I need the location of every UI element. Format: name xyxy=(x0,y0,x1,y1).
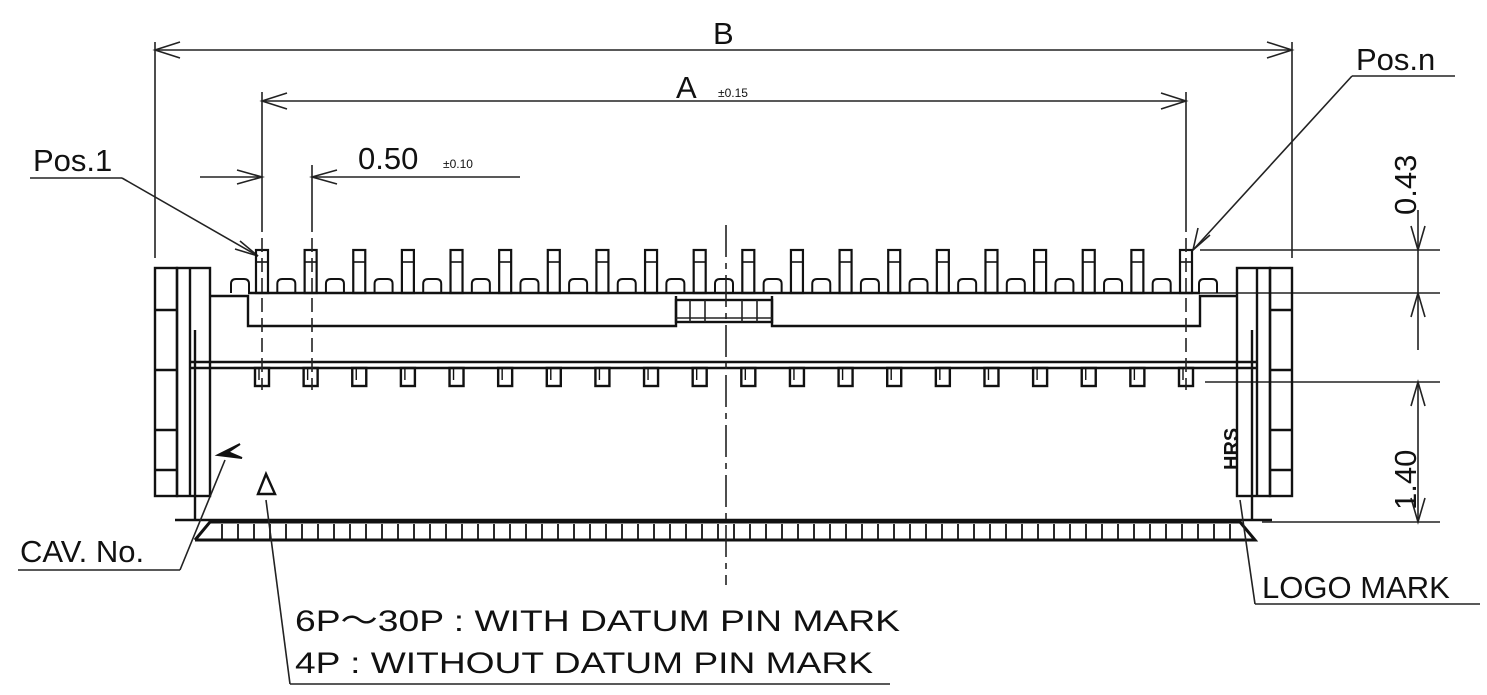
dimension-0-43: 0.43 xyxy=(1200,155,1440,350)
upper-contact-bump xyxy=(276,278,297,293)
upper-contact-bump xyxy=(762,278,783,293)
upper-contact xyxy=(1033,248,1048,295)
upper-contact xyxy=(595,248,610,295)
cavity-number-callout: CAV. No. xyxy=(18,443,243,571)
upper-contact-bump xyxy=(470,278,491,293)
upper-contact xyxy=(352,248,367,295)
upper-contact-bump xyxy=(714,278,734,293)
upper-contact xyxy=(303,248,318,295)
dimension-1-40: 1.40 xyxy=(1205,379,1440,525)
upper-contact xyxy=(935,248,950,295)
dimension-a: A ±0.15 xyxy=(259,70,1189,218)
pos-1-callout: Pos.1 xyxy=(30,143,259,257)
upper-contact-bump xyxy=(1005,278,1026,293)
logo-mark-label: LOGO MARK xyxy=(1262,570,1450,605)
dimension-a-label: A xyxy=(676,70,697,105)
upper-contact xyxy=(838,248,853,295)
lower-contact xyxy=(448,366,465,388)
upper-contact xyxy=(789,248,805,295)
upper-contact xyxy=(1081,248,1096,295)
dimension-b: B xyxy=(152,16,1295,258)
lower-contact xyxy=(983,366,1000,388)
upper-contact xyxy=(741,248,756,295)
upper-contact-bump xyxy=(1151,278,1172,293)
dimension-a-tolerance: ±0.15 xyxy=(718,86,748,100)
upper-contact-bump xyxy=(1054,278,1075,293)
upper-contact xyxy=(984,248,999,295)
pin-centerlines xyxy=(261,218,1187,390)
upper-contact xyxy=(449,248,464,295)
pitch-tolerance: ±0.10 xyxy=(443,157,473,171)
logo-glyph: HRS xyxy=(1221,428,1243,470)
upper-contact-bump xyxy=(957,278,978,293)
upper-contact-bump xyxy=(908,278,929,293)
upper-contact xyxy=(400,248,415,295)
lower-contact xyxy=(886,366,903,388)
bottom-rail-ribs xyxy=(221,524,1231,540)
upper-contact xyxy=(546,248,561,295)
lower-contact xyxy=(934,366,952,388)
pos-n-callout: Pos.n xyxy=(1191,42,1455,253)
upper-contact-bump xyxy=(811,278,832,293)
lower-contact xyxy=(788,366,806,388)
lower-contact xyxy=(1031,366,1049,388)
upper-contacts xyxy=(230,248,1218,295)
upper-contact-bump xyxy=(1198,278,1218,293)
lower-contact xyxy=(594,366,611,388)
lower-contact xyxy=(302,366,319,388)
lower-contact xyxy=(351,366,368,388)
pos-n-label: Pos.n xyxy=(1356,42,1435,77)
datum-note-with: 6P～30P : WITH DATUM PIN MARK xyxy=(295,605,900,638)
upper-contact-bump xyxy=(568,278,589,293)
lower-contact xyxy=(496,366,514,388)
dimension-0-43-label: 0.43 xyxy=(1388,155,1423,215)
dimension-1-40-label: 1.40 xyxy=(1388,450,1423,510)
lower-contact xyxy=(642,366,660,388)
cavity-number-label: CAV. No. xyxy=(20,534,144,569)
dimension-pitch: 0.50 ±0.10 xyxy=(200,141,520,218)
upper-contact-bump xyxy=(373,278,394,293)
upper-contact-bump xyxy=(859,278,880,293)
datum-pin-mark: 6P～30P : WITH DATUM PIN MARK 4P : WITHOU… xyxy=(256,470,900,685)
lower-contact xyxy=(399,366,417,388)
pos-1-label: Pos.1 xyxy=(33,143,112,178)
lower-contact xyxy=(1129,366,1146,388)
upper-contact xyxy=(1130,248,1145,295)
dimension-b-label: B xyxy=(713,16,734,51)
upper-contact xyxy=(643,248,659,295)
lower-contacts xyxy=(253,366,1195,388)
lower-contact xyxy=(545,366,562,388)
connector-housing xyxy=(153,266,1294,542)
upper-contact-bump xyxy=(324,278,345,293)
lower-contact xyxy=(691,366,708,388)
logo-mark: HRS xyxy=(1221,428,1243,470)
lower-contact xyxy=(837,366,854,388)
pitch-value: 0.50 xyxy=(358,141,418,176)
lower-contact xyxy=(740,366,757,388)
upper-contact-bump xyxy=(665,278,686,293)
upper-contact xyxy=(692,248,707,295)
lower-contact xyxy=(1080,366,1097,388)
upper-contact xyxy=(498,248,513,295)
datum-note-without: 4P : WITHOUT DATUM PIN MARK xyxy=(295,647,873,680)
upper-contact-bump xyxy=(1103,278,1124,293)
upper-contact-bump xyxy=(519,278,540,293)
upper-contact-bump xyxy=(616,278,637,293)
upper-contact xyxy=(887,248,902,295)
upper-contact-bump xyxy=(422,278,443,293)
upper-contact-bump xyxy=(230,278,250,293)
logo-mark-callout: HRS LOGO MARK xyxy=(1221,428,1480,605)
